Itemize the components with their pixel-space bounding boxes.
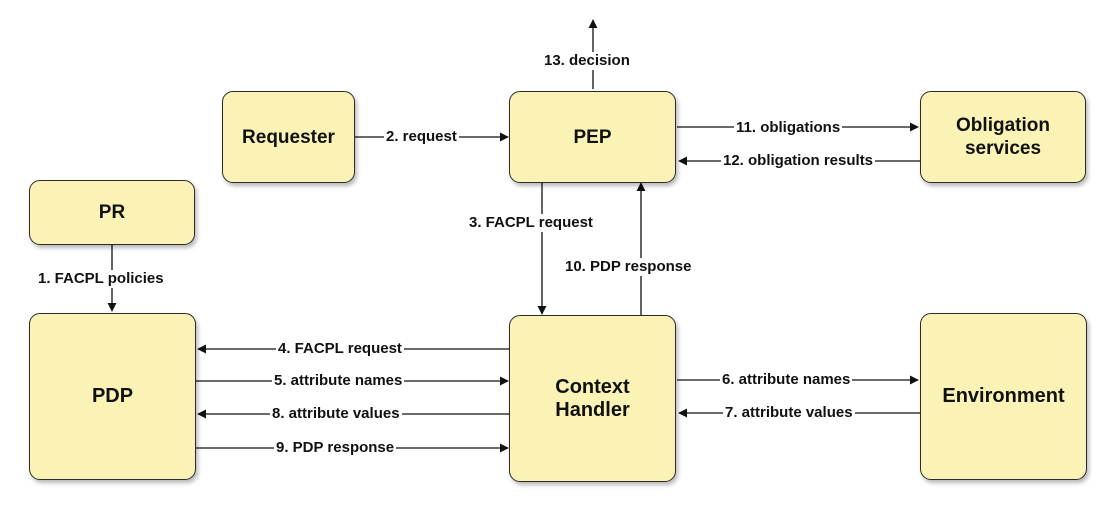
edge-label-10: 10. PDP response <box>563 258 694 276</box>
node-context-handler-label: Context Handler <box>555 375 630 421</box>
node-requester: Requester <box>222 91 355 183</box>
node-pep-label: PEP <box>573 126 612 148</box>
edge-label-8: 8. attribute values <box>270 405 402 423</box>
node-obligation-services: Obligation services <box>920 91 1086 183</box>
node-pdp: PDP <box>29 313 196 480</box>
edge-label-3: 3. FACPL request <box>467 214 595 232</box>
edge-label-4: 4. FACPL request <box>276 340 404 358</box>
node-pr-label: PR <box>98 202 126 223</box>
edge-label-1: 1. FACPL policies <box>36 270 166 288</box>
edge-label-12: 12. obligation results <box>721 152 876 170</box>
node-context-handler: Context Handler <box>509 315 676 482</box>
node-obligation-services-label: Obligation services <box>956 115 1050 159</box>
edge-label-11: 11. obligations <box>734 119 843 137</box>
edge-label-5: 5. attribute names <box>272 372 405 390</box>
node-pep: PEP <box>509 91 676 183</box>
edge-label-13: 13. decision <box>542 52 632 70</box>
edge-label-6: 6. attribute names <box>720 371 853 389</box>
edge-label-2: 2. request <box>384 128 459 146</box>
node-environment-label: Environment <box>942 385 1065 407</box>
node-requester-label: Requester <box>242 126 335 148</box>
edge-label-9: 9. PDP response <box>274 439 397 457</box>
node-pdp-label: PDP <box>91 385 134 407</box>
node-environment: Environment <box>920 313 1087 480</box>
edge-label-7: 7. attribute values <box>723 404 855 422</box>
node-pr: PR <box>29 180 195 245</box>
